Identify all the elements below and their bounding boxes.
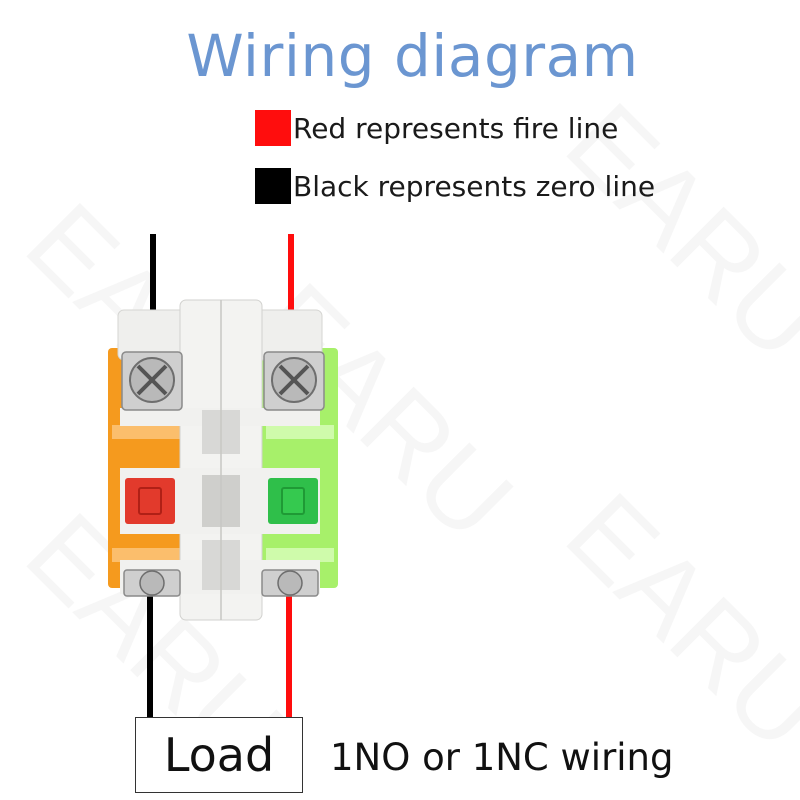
load-label: Load (163, 728, 275, 782)
nc-contact-indicator (125, 478, 175, 524)
screw-terminal-icon (261, 569, 319, 597)
legend-zero-line: Black represents zero line (255, 168, 655, 204)
screw-terminal-icon (123, 569, 181, 597)
legend-zero-label: Black represents zero line (293, 169, 656, 203)
legend-fire-label: Red represents fire line (293, 111, 619, 145)
no-contact-indicator (268, 478, 318, 524)
load-box: Load (135, 717, 303, 793)
red-swatch (255, 110, 291, 146)
screw-terminal-icon (263, 351, 325, 411)
legend-fire-line: Red represents fire line (255, 110, 618, 146)
wiring-caption: 1NO or 1NC wiring (330, 736, 674, 779)
page-title: Wiring diagram (186, 22, 639, 90)
screw-terminal-icon (121, 351, 183, 411)
black-swatch (255, 168, 291, 204)
